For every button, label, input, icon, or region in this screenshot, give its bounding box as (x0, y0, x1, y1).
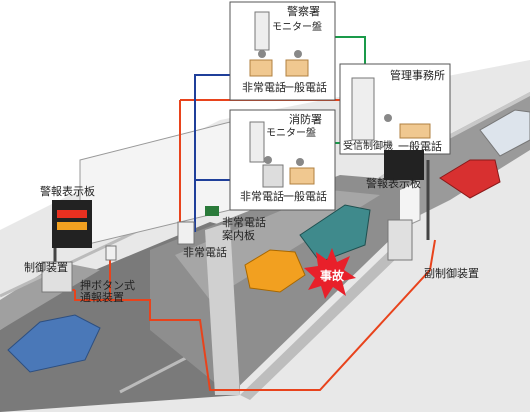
car-blue (7, 314, 101, 373)
label-warning-board-right: 警報表示板 (366, 177, 421, 190)
control-device-box (41, 261, 73, 293)
emergency-phone-guide-board (205, 206, 219, 216)
label-push-button-1: 押ボタン式 (80, 279, 135, 292)
truck-crashed (299, 204, 371, 263)
label-warning-board-left: 警報表示板 (40, 185, 95, 198)
label-sub-control-device: 副制御装置 (424, 267, 479, 280)
label-police-monitor: モニター盤 (272, 22, 322, 33)
label-control-device: 制御装置 (24, 261, 68, 274)
label-fire-monitor: モニター盤 (266, 128, 316, 139)
car-red (439, 159, 501, 199)
car-orange-crashed (244, 249, 306, 293)
police-desk-2 (285, 59, 309, 77)
fire-desk (289, 167, 315, 185)
label-fire: 消防署 (289, 113, 322, 126)
office-desk (399, 123, 431, 139)
label-emergency-phone: 非常電話 (183, 246, 227, 259)
warning-board-right (384, 150, 424, 180)
label-accident: 事故 (319, 269, 344, 283)
label-police: 警察署 (287, 5, 320, 18)
guardrail-left (0, 223, 151, 298)
fire-operator-station (262, 164, 284, 188)
label-emergency-phone-guide-2: 案内板 (222, 229, 255, 242)
accident-burst (304, 248, 356, 299)
police-station-box (229, 1, 336, 101)
label-fire-general-phone: 一般電話 (283, 190, 327, 203)
label-office-general-phone: 一般電話 (398, 140, 442, 153)
push-button-device (105, 245, 117, 261)
police-desk-1 (249, 59, 273, 77)
label-emergency-phone-guide-1: 非常電話 (222, 216, 266, 229)
label-fire-emergency-phone: 非常電話 (240, 190, 284, 203)
bus (479, 109, 530, 157)
police-officer-2 (294, 50, 302, 58)
label-police-emergency-phone: 非常電話 (242, 81, 286, 94)
fire-monitor-panel (249, 121, 265, 163)
label-management-office: 管理事務所 (390, 69, 445, 82)
receiver-control-unit (351, 77, 375, 141)
label-police-general-phone: 一般電話 (283, 81, 327, 94)
label-push-button-2: 通報装置 (80, 291, 124, 304)
label-receiver-control: 受信制御機 (343, 141, 393, 152)
police-monitor-panel (254, 11, 270, 51)
red-line-bottom (74, 239, 436, 391)
fire-station-box (229, 109, 336, 211)
emergency-phone-box (177, 221, 195, 245)
tunnel-wall (205, 222, 240, 395)
police-officer-1 (258, 50, 266, 58)
sub-control-device-box (387, 219, 413, 261)
